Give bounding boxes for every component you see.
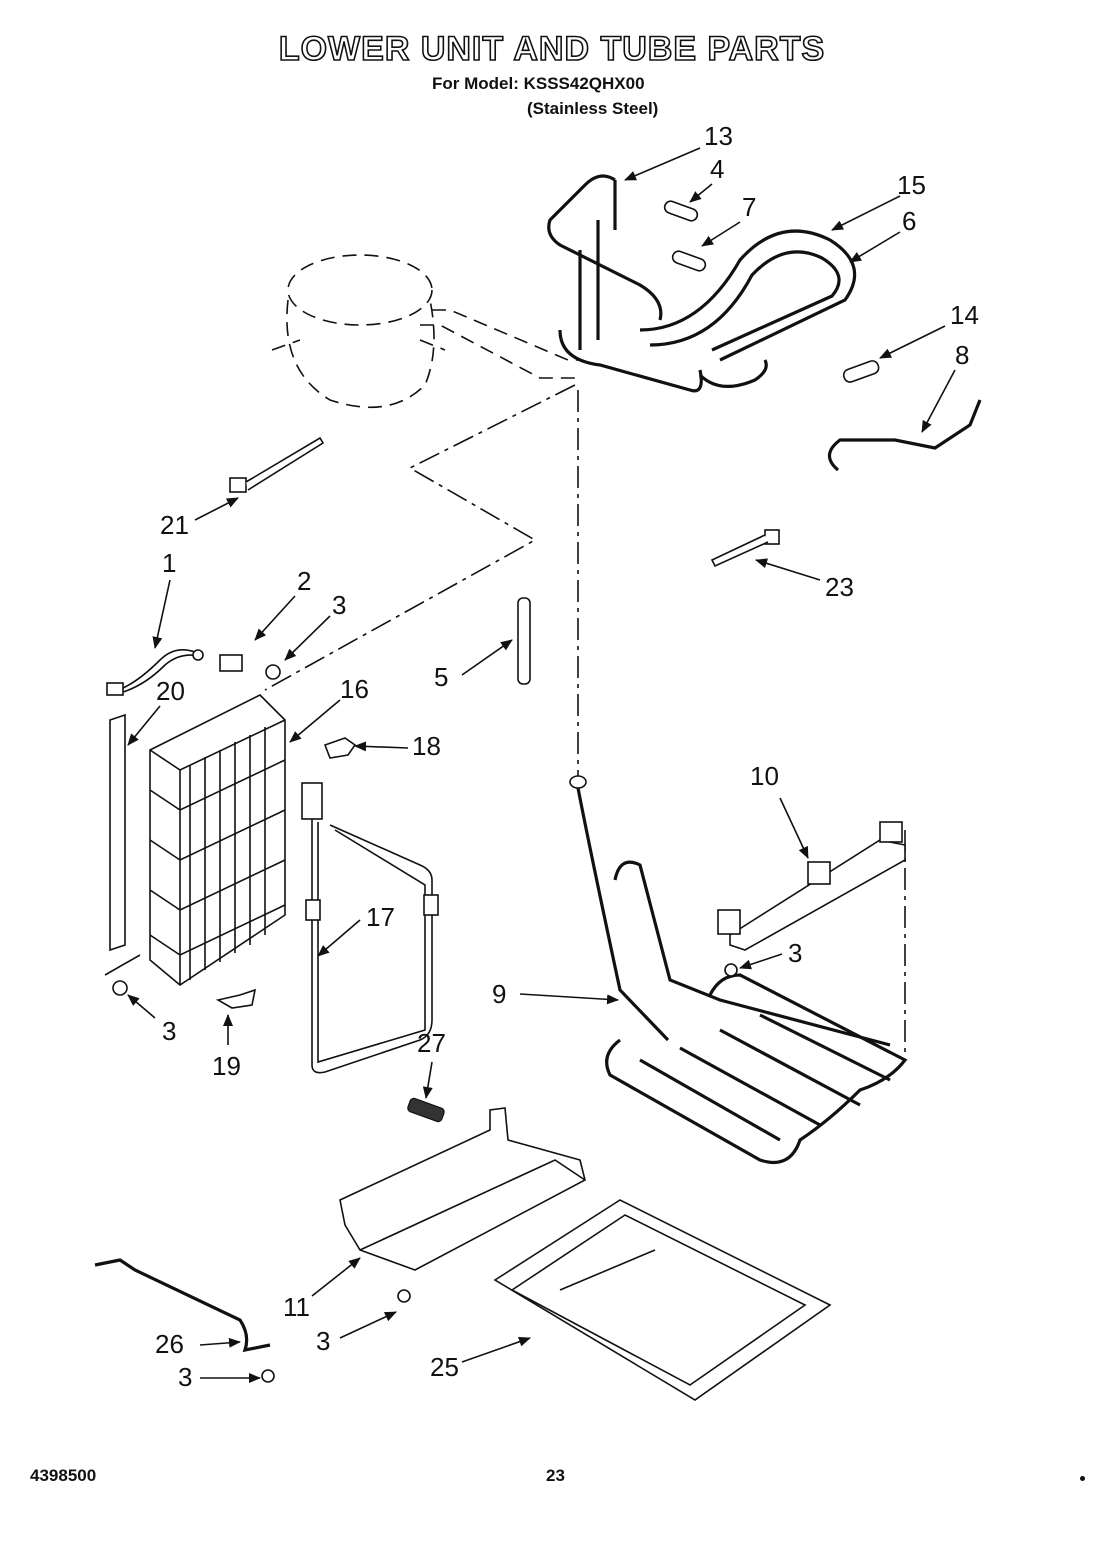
part-14-sleeve xyxy=(842,360,880,383)
part-26-wire xyxy=(94,1258,271,1353)
document-number: 4398500 xyxy=(30,1466,97,1485)
callout-13: 13 xyxy=(704,121,733,151)
part-18-clip xyxy=(323,737,357,759)
compressor-phantom xyxy=(271,254,580,409)
part-21-cable-tie xyxy=(229,436,325,493)
part-3-screw-bracket xyxy=(724,963,738,977)
part-25-drain-pan xyxy=(493,1199,832,1401)
part-11-pan-bracket xyxy=(339,1107,586,1271)
callout-23: 23 xyxy=(825,572,854,602)
part-17-heater xyxy=(301,782,439,1074)
callout-3-wire: 3 xyxy=(178,1362,192,1392)
callout-26: 26 xyxy=(155,1329,184,1359)
callout-3-pan: 3 xyxy=(316,1326,330,1356)
assembly-guide-lines xyxy=(104,384,906,1055)
part-3-screw-pan xyxy=(397,1289,411,1303)
page-title: LOWER UNIT AND TUBE PARTS xyxy=(278,29,826,69)
callout-2: 2 xyxy=(297,566,311,596)
callout-5: 5 xyxy=(434,662,448,692)
part-1-wire-harness xyxy=(106,649,204,696)
callout-21: 21 xyxy=(160,510,189,540)
part-8-wire xyxy=(827,399,982,472)
callout-3-left: 3 xyxy=(162,1016,176,1046)
callout-7: 7 xyxy=(742,192,756,222)
part-2-bracket xyxy=(219,654,243,672)
part-4-sleeve xyxy=(663,200,699,222)
callout-10: 10 xyxy=(750,761,779,791)
callout-11: 11 xyxy=(283,1292,310,1322)
part-16-condenser xyxy=(149,694,286,986)
part-3-screw xyxy=(265,664,281,680)
callout-1: 1 xyxy=(162,548,176,578)
callout-27: 27 xyxy=(417,1028,446,1058)
callout-18: 18 xyxy=(412,731,441,761)
part-7-sleeve xyxy=(671,250,707,272)
finish-line: (Stainless Steel) xyxy=(527,99,659,118)
part-10-bracket xyxy=(717,821,906,951)
callout-4: 4 xyxy=(710,154,724,184)
callout-17: 17 xyxy=(366,902,395,932)
model-line: For Model: KSSS42QHX00 xyxy=(432,74,645,93)
part-5-tube xyxy=(517,597,531,685)
part-19-clip xyxy=(215,988,257,1009)
callout-9: 9 xyxy=(492,979,506,1009)
part-15-heat-exchanger xyxy=(558,229,857,393)
leader-arrows xyxy=(127,147,956,1383)
callout-6: 6 xyxy=(902,206,916,236)
part-20-bracket xyxy=(109,713,126,952)
callout-20: 20 xyxy=(156,676,185,706)
part-13-tube xyxy=(547,174,663,350)
callout-8: 8 xyxy=(955,340,969,370)
part-27-clip xyxy=(407,1097,445,1123)
corner-dot xyxy=(1080,1476,1085,1481)
callout-16: 16 xyxy=(340,674,369,704)
callout-3-bracket: 3 xyxy=(788,938,802,968)
callout-19: 19 xyxy=(212,1051,241,1081)
part-23-cable-tie xyxy=(710,529,780,568)
callout-15: 15 xyxy=(897,170,926,200)
page-number: 23 xyxy=(546,1466,565,1485)
part-3-screw-wire xyxy=(261,1369,275,1383)
callout-labels: 13 4 15 7 6 14 8 21 23 1 2 3 5 20 16 18 … xyxy=(155,121,979,1392)
part-9-defrost-tube xyxy=(569,775,908,1165)
callout-3-screw: 3 xyxy=(332,590,346,620)
callout-14: 14 xyxy=(950,300,979,330)
part-3-screw-left xyxy=(112,980,128,996)
callout-25: 25 xyxy=(430,1352,459,1382)
